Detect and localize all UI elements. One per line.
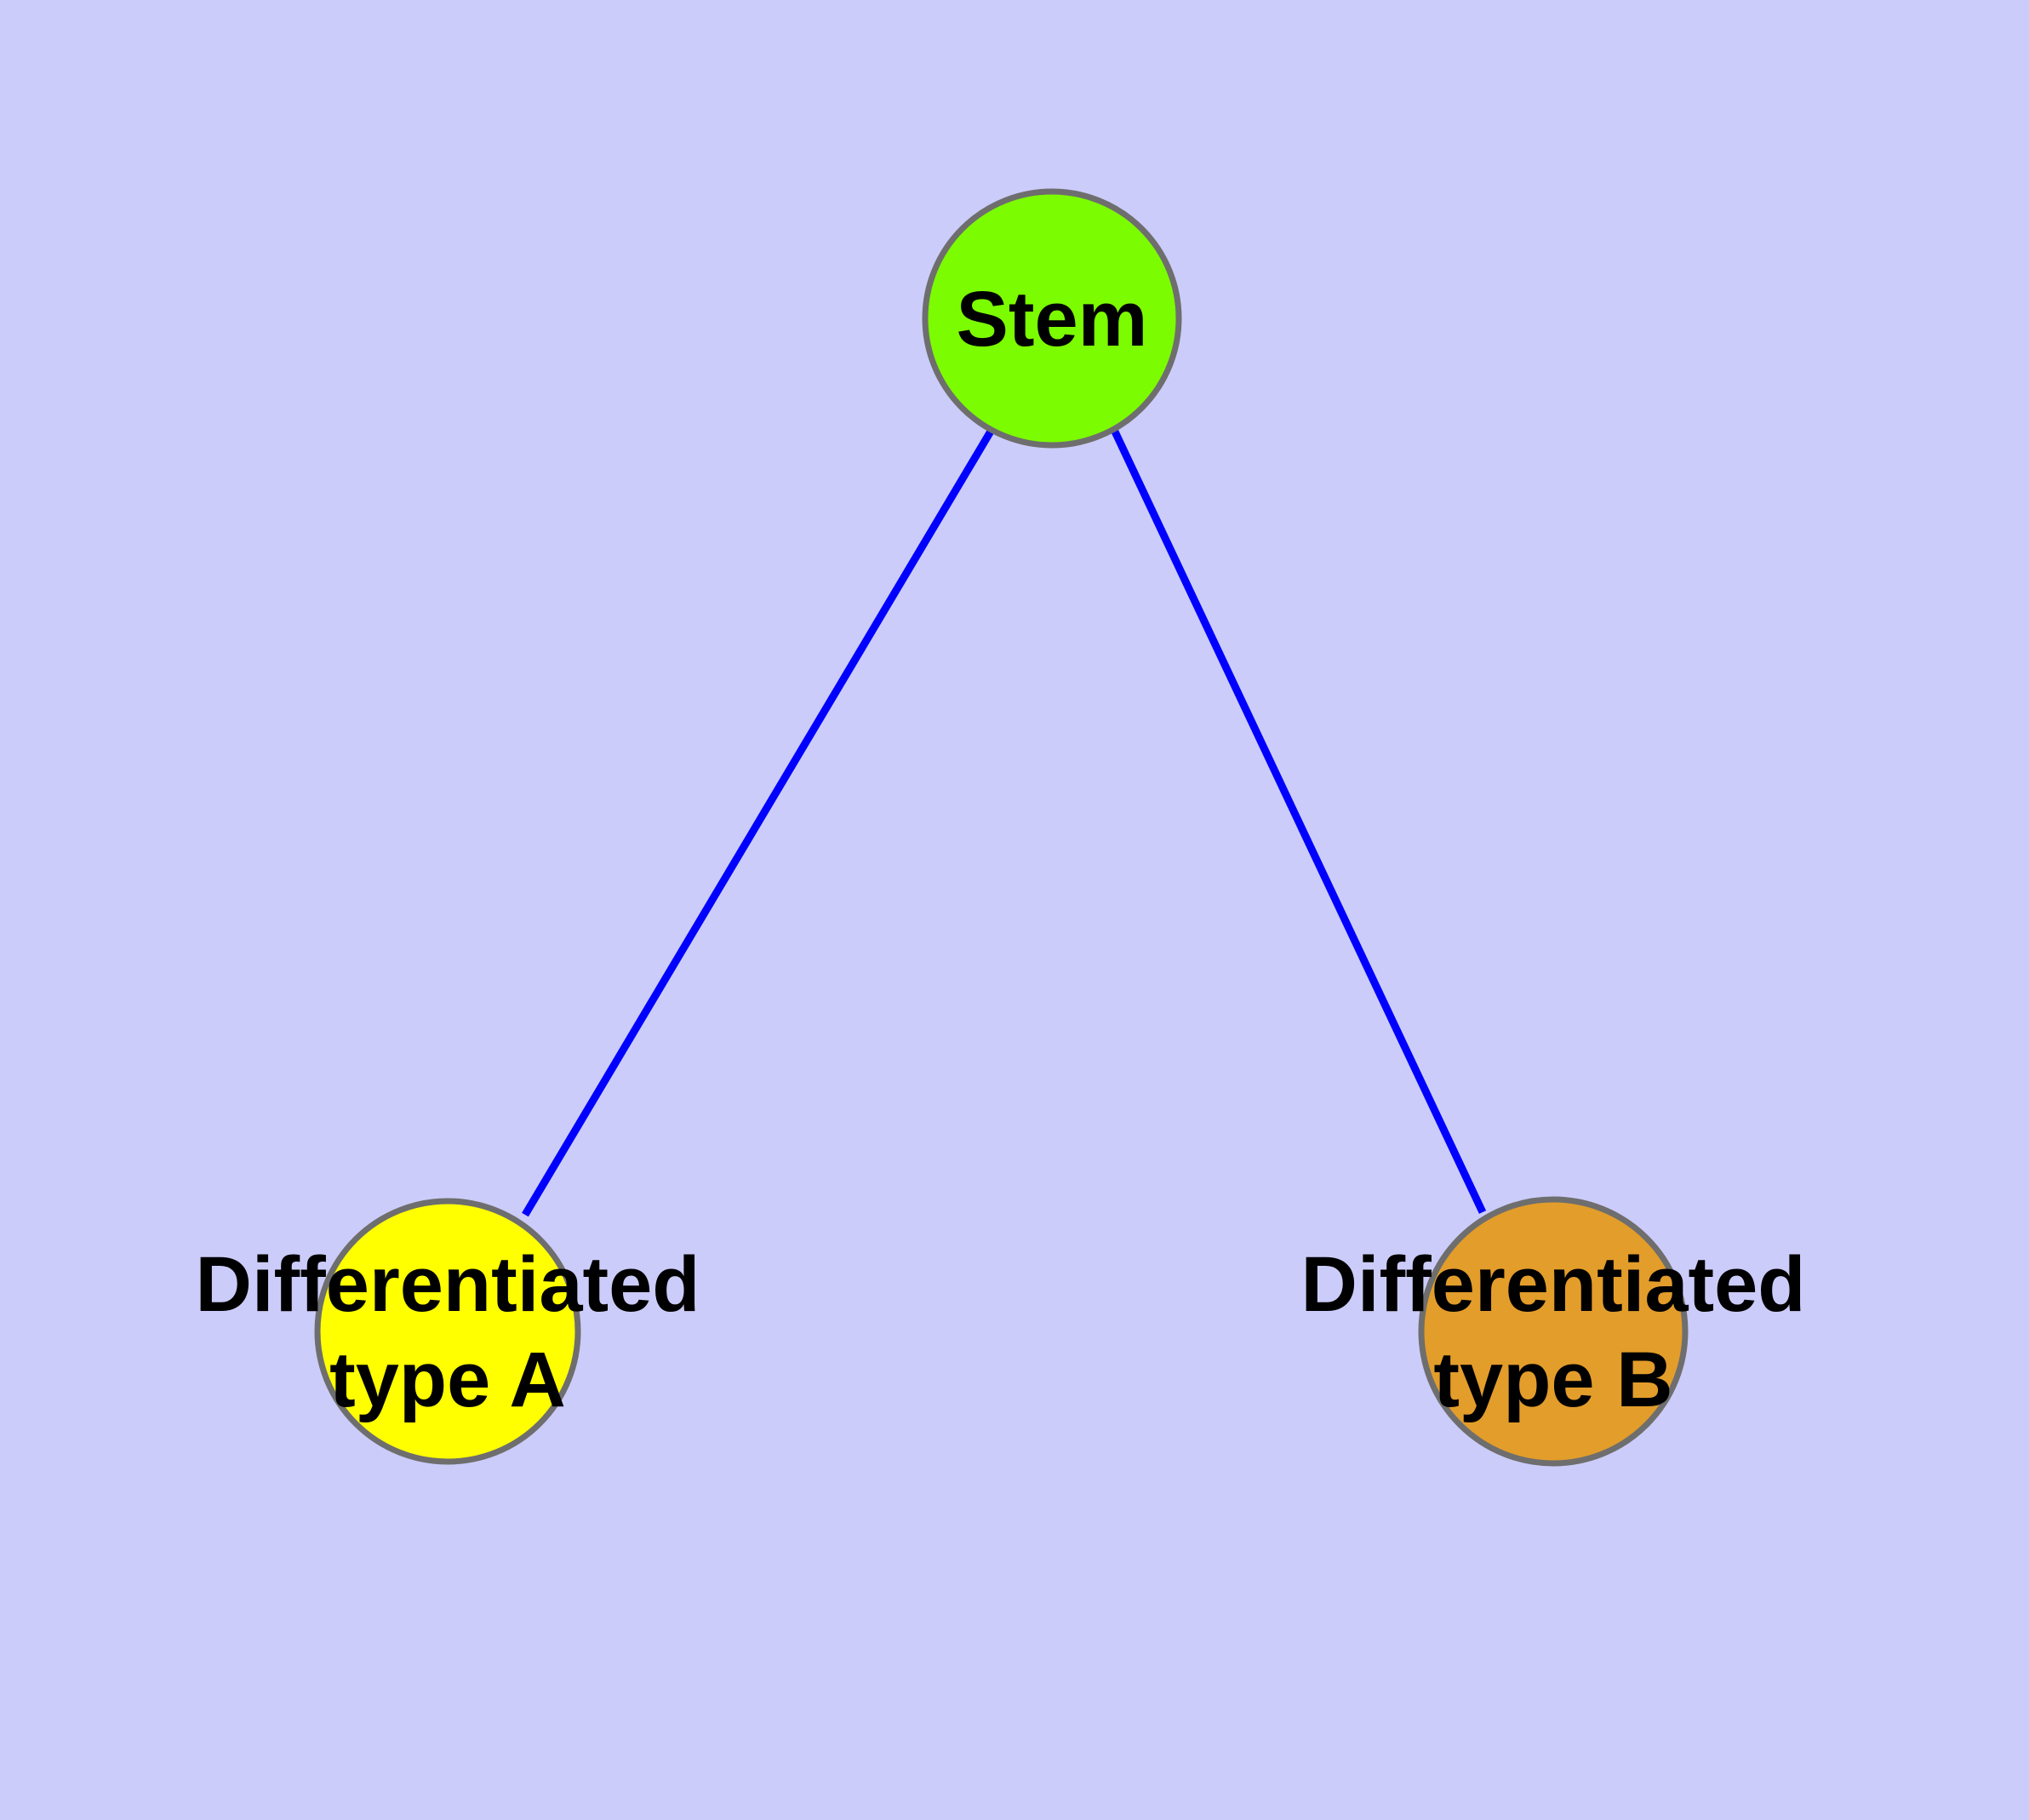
- node-label-line: Differentiated: [1301, 1241, 1806, 1328]
- node-label-line: type A: [329, 1336, 566, 1423]
- node-label-line: Stem: [957, 276, 1148, 363]
- node-circle-diff-b[interactable]: [1418, 1196, 1689, 1467]
- node-label-line: type B: [1433, 1336, 1672, 1423]
- node-circle-stem[interactable]: [922, 188, 1182, 449]
- node-circle-diff-a[interactable]: [314, 1198, 581, 1465]
- edges-group: [522, 427, 1487, 1217]
- node-label-stem: Stem: [957, 276, 1148, 363]
- edge-stem-to-diff-a: [522, 427, 995, 1217]
- node-label-line: Differentiated: [196, 1241, 700, 1328]
- edge-stem-to-diff-b: [1111, 430, 1487, 1214]
